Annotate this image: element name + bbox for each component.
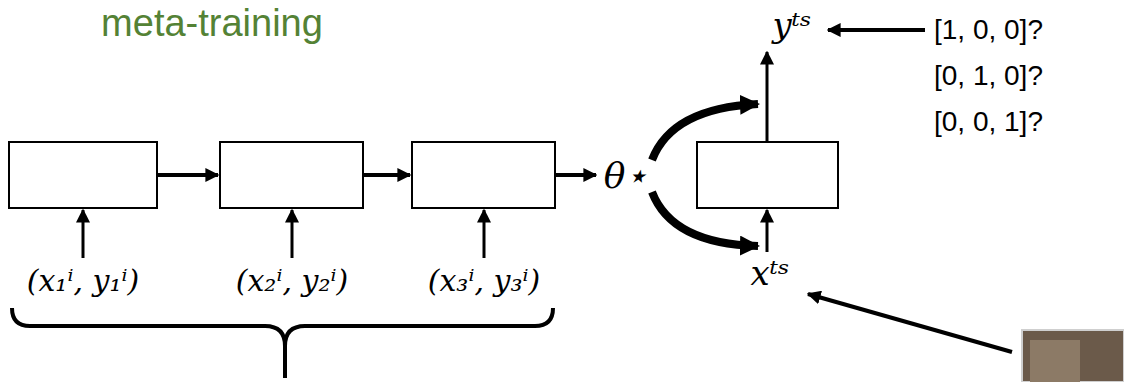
input-arrow bbox=[291, 210, 294, 258]
training-pair: (x₂ⁱ, y₂ⁱ) bbox=[236, 264, 348, 299]
parameter-symbol: θ⋆ bbox=[604, 155, 649, 196]
parameter-arrow bbox=[652, 192, 758, 246]
brace-stem bbox=[283, 346, 287, 378]
image-thumbnail bbox=[1030, 340, 1080, 382]
predictor-box bbox=[697, 142, 838, 208]
rnn-box bbox=[9, 142, 157, 208]
label-option: [0, 0, 1]? bbox=[934, 106, 1043, 138]
training-pair: (x₃ⁱ, y₃ⁱ) bbox=[428, 264, 540, 299]
brace bbox=[12, 308, 553, 346]
chain-arrow bbox=[555, 173, 596, 177]
input-arrow bbox=[82, 210, 85, 258]
input-arrow bbox=[483, 210, 486, 258]
section-heading: meta-training bbox=[101, 2, 323, 46]
label-option: [0, 1, 0]? bbox=[934, 60, 1043, 92]
parameter-arrow bbox=[652, 104, 758, 160]
rnn-box bbox=[220, 142, 363, 208]
chain-arrow bbox=[157, 173, 218, 177]
training-pair: (x₁ⁱ, y₁ⁱ) bbox=[27, 264, 139, 299]
pointer-arrow bbox=[828, 28, 925, 32]
input-arrow bbox=[766, 210, 769, 252]
input-symbol: xᵗˢ bbox=[750, 254, 789, 293]
rnn-box bbox=[412, 142, 555, 208]
pointer-arrow bbox=[808, 294, 1012, 352]
image-thumbnail bbox=[1022, 330, 1124, 382]
label-option: [1, 0, 0]? bbox=[934, 14, 1043, 46]
chain-arrow bbox=[363, 173, 410, 177]
output-symbol: yᵗˢ bbox=[772, 6, 811, 45]
output-arrow bbox=[766, 52, 769, 142]
